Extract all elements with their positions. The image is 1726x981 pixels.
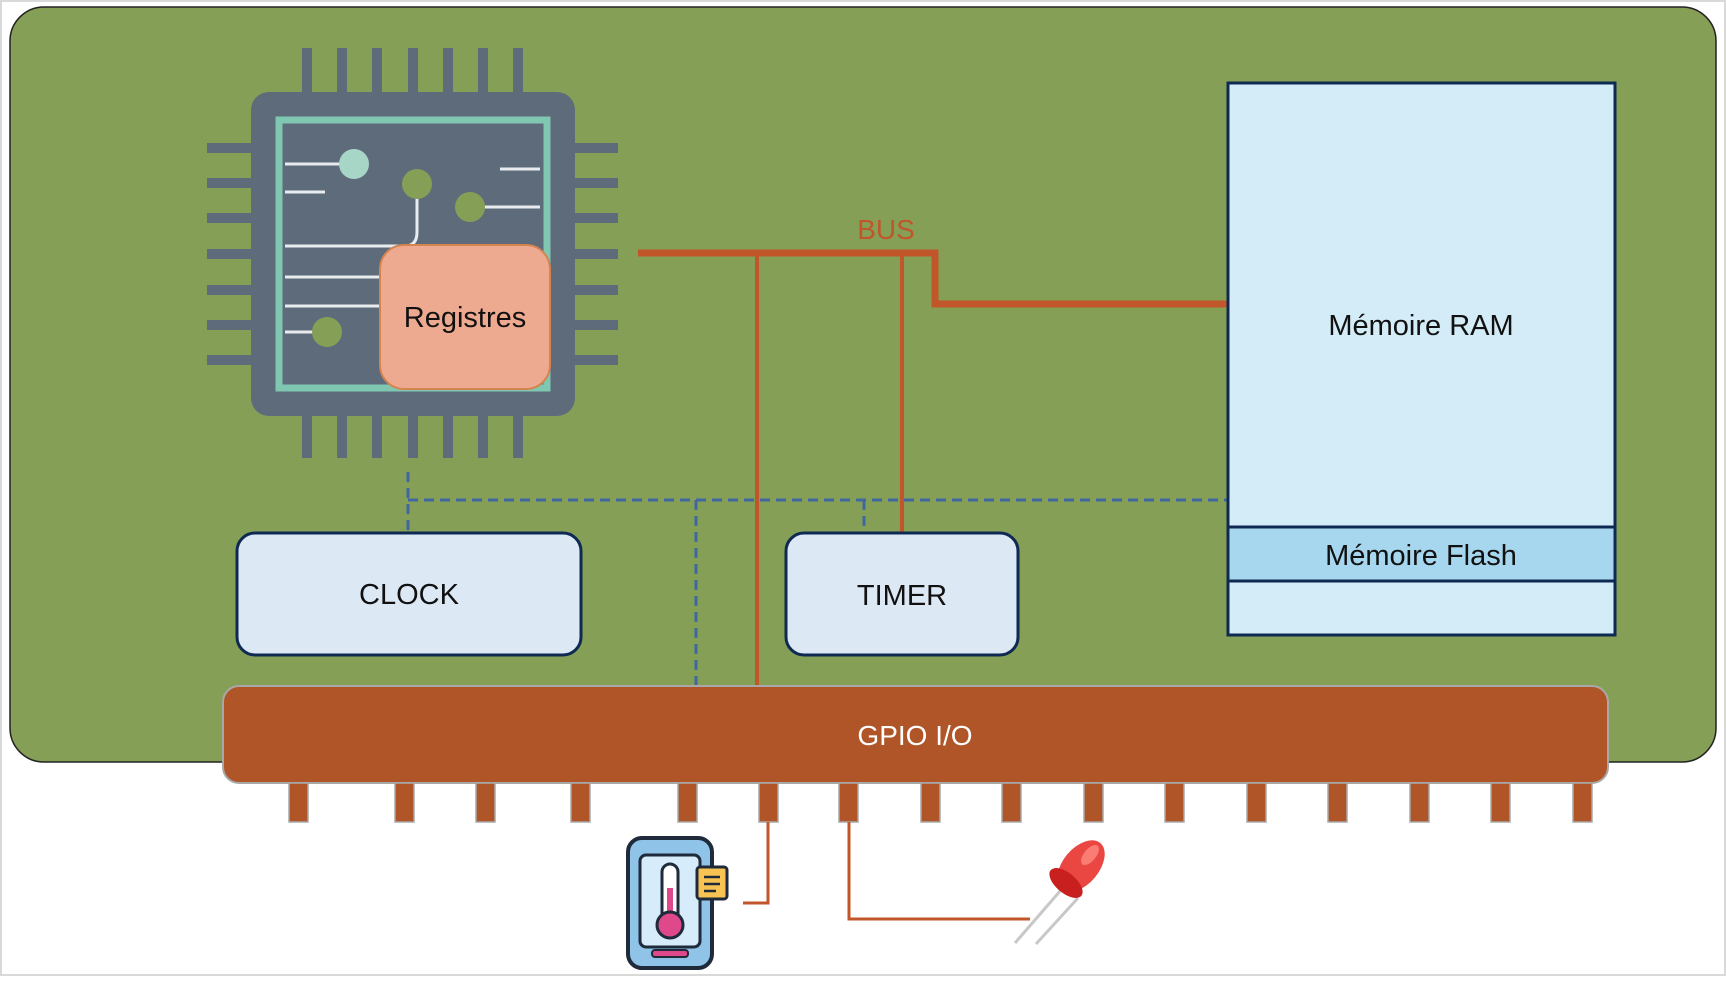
registers-block (379, 244, 551, 390)
gpio-bar (222, 685, 1609, 784)
clock-distribution-lines (406, 472, 1228, 688)
red-led-icon (1013, 840, 1105, 946)
bus-label: BUS (857, 214, 915, 245)
timer-label: TIMER (857, 580, 947, 612)
ram-label: Mémoire RAM (1328, 310, 1513, 342)
registers-label: Registres (404, 302, 527, 334)
clock-label: CLOCK (359, 579, 460, 611)
gpio-pins (288, 782, 1593, 823)
flash-label: Mémoire Flash (1325, 540, 1517, 572)
gpio-label: GPIO I/O (857, 720, 972, 751)
peripheral-wires (743, 822, 1030, 921)
thermometer-phone-icon (626, 836, 729, 970)
flash-block (1226, 525, 1617, 583)
clock-block (235, 531, 583, 657)
system-bus (638, 249, 1228, 688)
timer-block (784, 531, 1020, 657)
